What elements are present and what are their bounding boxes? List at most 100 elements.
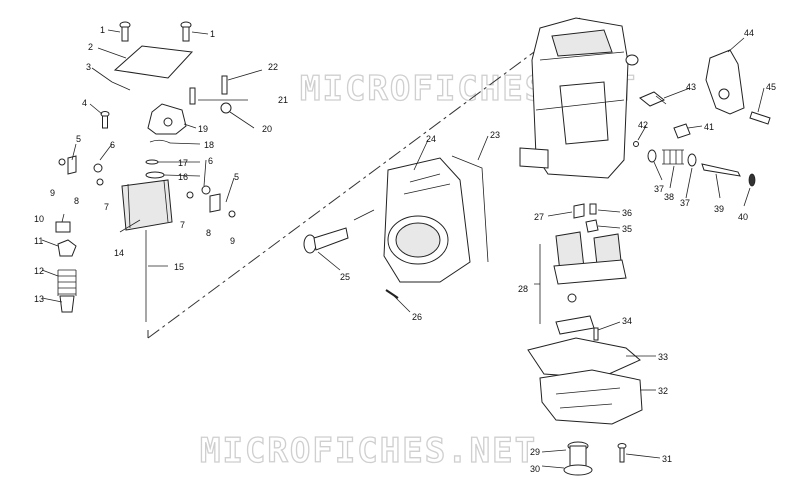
callout-37b: 37 xyxy=(680,198,690,208)
adjuster-cap xyxy=(55,221,71,233)
callout-15: 15 xyxy=(174,262,184,272)
throttle-slide xyxy=(121,179,173,231)
leader-lines xyxy=(41,29,765,469)
alignment-centerline xyxy=(147,17,581,339)
callout-1a: 1 xyxy=(100,25,105,35)
top-cover-plate xyxy=(113,45,194,79)
callout-10: 10 xyxy=(34,214,44,224)
bolt-guide xyxy=(353,209,375,221)
vent-fitting xyxy=(639,91,667,107)
flange-bore-inner xyxy=(395,222,441,258)
callout-2: 2 xyxy=(88,42,93,52)
callout-9b: 9 xyxy=(230,236,235,246)
callout-24: 24 xyxy=(426,134,436,144)
needle-clip xyxy=(149,139,171,144)
bushing-right xyxy=(186,191,194,199)
float-assembly xyxy=(553,231,627,285)
washer-37b xyxy=(687,153,697,167)
callout-7a: 7 xyxy=(104,202,109,212)
washer-37a xyxy=(647,149,657,163)
float-bracket xyxy=(534,244,541,324)
washer-left xyxy=(93,163,103,173)
flange-gasket xyxy=(451,155,489,263)
callout-42: 42 xyxy=(638,120,648,130)
cam-screw xyxy=(749,111,771,125)
lock-nut xyxy=(57,239,77,257)
callout-21: 21 xyxy=(278,95,288,105)
pilot-jet xyxy=(573,203,585,219)
flange-ribs xyxy=(403,173,451,195)
mixture-spring xyxy=(662,149,684,165)
callout-14: 14 xyxy=(114,248,124,258)
main-jet xyxy=(589,203,597,215)
callout-6b: 6 xyxy=(208,156,213,166)
slide-edges xyxy=(127,180,169,229)
idle-spring xyxy=(57,269,77,296)
callout-19: 19 xyxy=(198,124,208,134)
callout-16: 16 xyxy=(178,172,188,182)
callout-40: 40 xyxy=(738,212,748,222)
cover-gasket xyxy=(111,81,131,91)
callout-38: 38 xyxy=(664,192,674,202)
cap-screw xyxy=(100,111,110,129)
callout-30: 30 xyxy=(530,464,540,474)
callout-45: 45 xyxy=(766,82,776,92)
screw-21 xyxy=(189,87,196,105)
cam-pivot xyxy=(718,88,730,100)
callout-33: 33 xyxy=(658,352,668,362)
carburetor-body xyxy=(519,17,639,179)
callout-3: 3 xyxy=(86,62,91,72)
e-clip-right xyxy=(228,210,236,218)
e-clip-left xyxy=(58,158,66,166)
callout-18: 18 xyxy=(204,140,214,150)
callout-44: 44 xyxy=(744,28,754,38)
callout-7b: 7 xyxy=(180,220,185,230)
callout-labels: 1 1 2 3 4 5 5 6 6 7 7 8 8 9 9 10 11 12 1… xyxy=(34,25,776,474)
retainer-16 xyxy=(145,171,165,179)
plate-screw xyxy=(593,327,599,341)
needle-jet xyxy=(585,219,599,233)
washer-right xyxy=(201,185,211,195)
callout-26: 26 xyxy=(412,312,422,322)
flange-bolt xyxy=(303,227,349,254)
callout-39: 39 xyxy=(714,204,724,214)
o-ring xyxy=(633,141,639,147)
callout-11: 11 xyxy=(34,236,43,246)
callout-43: 43 xyxy=(686,82,696,92)
choke-plunger xyxy=(673,123,691,139)
callout-22: 22 xyxy=(268,62,278,72)
lock-washer xyxy=(220,102,232,114)
float-bowl-gasket xyxy=(527,337,641,379)
callout-23: 23 xyxy=(490,130,500,140)
callout-25: 25 xyxy=(340,272,350,282)
callout-31: 31 xyxy=(662,454,672,464)
screw-cap xyxy=(748,173,756,187)
callout-12: 12 xyxy=(34,266,44,276)
callout-13: 13 xyxy=(34,294,44,304)
cover-screw-right xyxy=(180,21,192,42)
float-bowl xyxy=(539,369,643,425)
callout-27: 27 xyxy=(534,212,544,222)
float-valve-seat xyxy=(567,293,577,303)
callout-1b: 1 xyxy=(210,29,215,39)
callout-20: 20 xyxy=(262,124,272,134)
link-plate-left xyxy=(67,155,77,175)
callout-37a: 37 xyxy=(654,184,664,194)
throttle-cam-cover xyxy=(705,49,745,115)
cover-screw-left xyxy=(119,21,131,42)
callout-36: 36 xyxy=(622,208,632,218)
callout-35: 35 xyxy=(622,224,632,234)
callout-32: 32 xyxy=(658,386,668,396)
callout-5b: 5 xyxy=(234,172,239,182)
callout-9a: 9 xyxy=(50,188,55,198)
callout-28: 28 xyxy=(518,284,528,294)
bracket-hole xyxy=(163,117,173,127)
callout-6a: 6 xyxy=(110,140,115,150)
watermark-bottom: MICROFICHES.NET xyxy=(200,431,537,471)
dowel-pin xyxy=(385,289,399,299)
link-plate-right xyxy=(209,193,221,213)
callout-8b: 8 xyxy=(206,228,211,238)
washer-17 xyxy=(145,159,159,165)
drain-plug xyxy=(563,441,593,476)
callout-29: 29 xyxy=(530,447,540,457)
